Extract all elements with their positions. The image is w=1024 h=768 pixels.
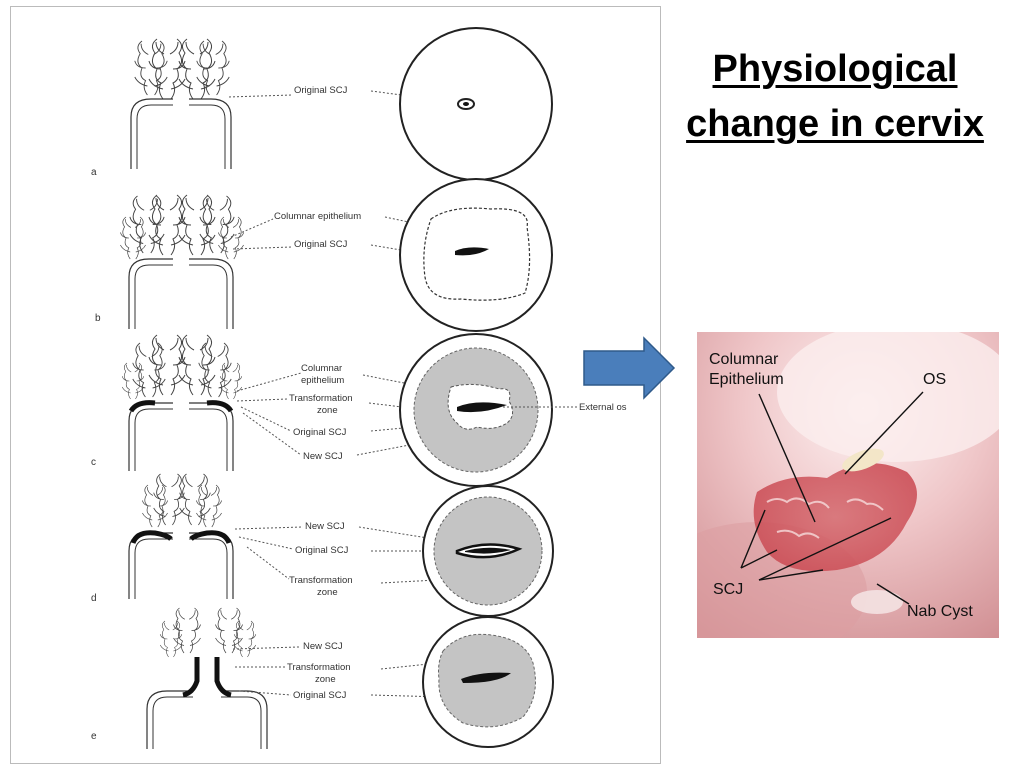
nabothian-cyst [851,590,903,614]
panel-e-label-original-scj: Original SCJ [293,690,347,701]
cervix-photo-illustration: Columnar Epithelium OS SCJ Nab Cyst [697,332,999,638]
panel-c-label-epithelium: epithelium [301,375,344,386]
panel-d-label-zone: zone [317,587,338,598]
panel-b-cross-section [120,194,244,329]
panel-a-letter: a [91,167,97,178]
panel-c-label-external-os: External os [579,402,627,413]
slide-title: Physiological change in cervix [655,42,1015,152]
panel-e-label-zone: zone [315,674,336,685]
right-arrow-icon [583,336,676,400]
columnar-epithelium-region [753,463,917,572]
panel-e-letter: e [91,731,97,742]
panel-c-label-transformation: Transformation [289,393,353,404]
cervix-photo: Columnar Epithelium OS SCJ Nab Cyst [697,332,999,638]
photo-label-epithelium: Epithelium [709,371,784,388]
panel-b-label-columnar-epithelium: Columnar epithelium [274,211,361,222]
photo-label-os: OS [923,371,946,388]
panel-e: New SCJ Transformation zone Original SCJ… [91,607,554,749]
panel-b-label-original-scj: Original SCJ [294,239,348,250]
panel-a-os-view [399,27,553,181]
panel-c-cross-section [121,334,243,471]
panel-b-letter: b [95,313,101,324]
panel-e-cross-section [146,607,268,749]
panel-e-label-transformation: Transformation [287,662,351,673]
panel-d-label-original-scj: Original SCJ [295,545,349,556]
cervix-transformation-figure: Original SCJ a Columnar epithelium Origi… [10,6,661,764]
panel-b-os-view [399,178,553,332]
panel-d-cross-section [128,473,234,599]
panel-a-cross-section [130,38,232,169]
photo-label-scj: SCJ [713,581,743,598]
slide-title-line-1: Physiological [712,48,958,90]
panel-d: New SCJ Original SCJ Transformation zone… [91,473,554,617]
panel-c-label-columnar: Columnar [301,363,342,374]
slide-title-line-2: change in cervix [686,103,984,145]
panel-c-label-original-scj: Original SCJ [293,427,347,438]
panel-c-label-zone: zone [317,405,338,416]
panel-d-label-transformation: Transformation [289,575,353,586]
panel-d-label-new-scj: New SCJ [305,521,345,532]
panel-a-label-original-scj: Original SCJ [294,85,348,96]
figure-diagram: Original SCJ a Columnar epithelium Origi… [91,27,627,749]
panel-a: Original SCJ a [91,27,553,181]
panel-d-letter: d [91,593,97,604]
panel-c-label-new-scj: New SCJ [303,451,343,462]
panel-c-letter: c [91,457,96,468]
panel-e-label-new-scj: New SCJ [303,641,343,652]
photo-label-nab-cyst: Nab Cyst [907,603,973,620]
photo-label-columnar: Columnar [709,351,779,368]
panel-b: Columnar epithelium Original SCJ b [95,178,553,332]
panel-c: Columnar epithelium Transformation zone … [91,333,627,487]
